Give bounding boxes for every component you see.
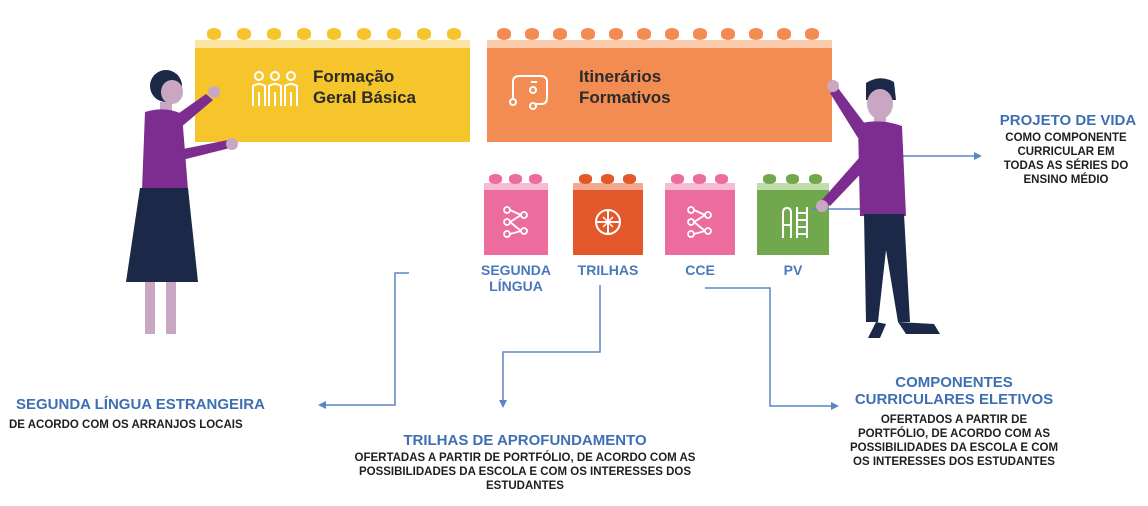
componentes-line2: PORTFÓLIO, DE ACORDO COM AS [857, 428, 1051, 440]
trilhas-label: TRILHAS [577, 262, 639, 278]
itinerarios-title-line1: Itinerários [579, 67, 662, 86]
arrowhead [499, 400, 507, 408]
componentes-title-line1: COMPONENTES [895, 374, 1013, 391]
componentes-line3: POSSIBILIDADES DA ESCOLA E COM [849, 442, 1059, 454]
trilhas-line2: POSSIBILIDADES DA ESCOLA E COM OS INTERE… [358, 466, 692, 478]
route-icon [507, 72, 553, 117]
segunda-lingua-line1: DE ACORDO COM OS ARRANJOS LOCAIS [9, 419, 243, 431]
projeto-line2: CURRICULAR EM [1017, 146, 1115, 158]
pv-label: PV [783, 262, 803, 278]
arrowhead [974, 152, 982, 160]
network-icon [686, 205, 714, 244]
cce-label: CCE [685, 262, 715, 278]
arrowhead [318, 401, 326, 409]
trilhas-title: TRILHAS DE APROFUNDAMENTO [403, 432, 647, 449]
trilhas-block [573, 174, 643, 255]
woman-figure [126, 70, 238, 334]
segunda-lingua-block [484, 174, 548, 255]
itinerarios-formativos-block: Itinerários Formativos [487, 28, 832, 142]
componentes-line1: OFERTADOS A PARTIR DE [880, 414, 1028, 426]
arrowhead [831, 402, 839, 410]
projeto-line3: TODAS AS SÉRIES DO [1003, 160, 1129, 172]
fgb-title-line2: Geral Básica [313, 88, 417, 107]
projeto-line1: COMO COMPONENTE [1005, 132, 1127, 144]
cce-block [665, 174, 735, 255]
formacao-geral-basica-block: Formação Geral Básica [195, 28, 470, 142]
segunda-lingua-label-line1: SEGUNDA [480, 262, 551, 278]
trilhas-line1: OFERTADAS A PARTIR DE PORTFÓLIO, DE ACOR… [354, 452, 696, 464]
ladder-icon [779, 205, 809, 244]
itinerarios-title-line2: Formativos [579, 88, 671, 107]
componentes-title-line2: CURRICULARES ELETIVOS [854, 391, 1054, 408]
trilhas-line3: ESTUDANTES [486, 480, 564, 492]
projeto-de-vida-title: PROJETO DE VIDA [999, 112, 1137, 129]
network-icon [502, 205, 530, 244]
componentes-line4: OS INTERESSES DOS ESTUDANTES [853, 456, 1055, 468]
segunda-lingua-label-line2: LÍNGUA [489, 278, 543, 294]
people-icon [250, 70, 300, 113]
man-figure [816, 78, 940, 338]
projeto-line4: ENSINO MÉDIO [1023, 174, 1109, 186]
segunda-lingua-title: SEGUNDA LÍNGUA ESTRANGEIRA [16, 396, 265, 413]
pv-block [757, 174, 829, 255]
compass-icon [593, 207, 623, 242]
fgb-title-line1: Formação [313, 67, 395, 86]
